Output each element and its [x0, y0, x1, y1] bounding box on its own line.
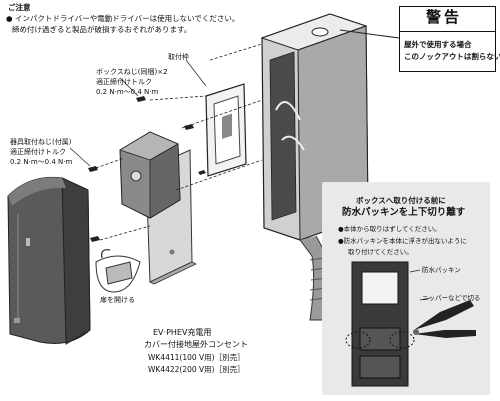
cut-heading: ボックスへ取り付ける前に	[356, 196, 446, 205]
warning-box	[399, 6, 496, 72]
label-cover-screw-3: 0.2 N·m〜0.4 N·m	[10, 158, 73, 166]
product-line-3: WK4411(100 V用)［別売］	[148, 353, 245, 362]
warning-line-1: 屋外で使用する場合	[404, 40, 472, 49]
cut-leader-lines	[409, 269, 431, 301]
outlet-module-illustration	[119, 131, 181, 219]
gasket-label: 防水パッキン	[422, 266, 461, 274]
gasket-illustration	[345, 261, 415, 387]
nipper-label: ニッパーなどで切る	[422, 294, 481, 302]
note-line-1: ● インパクトドライバーや電動ドライバーは使用しないでください。	[6, 14, 240, 23]
open-lid-inset	[95, 249, 141, 293]
label-box-screw-2: 適正締付けトルク	[96, 78, 152, 86]
label-cover-screw-2: 適正締付けトルク	[10, 148, 66, 156]
warning-title: 警告	[426, 8, 463, 26]
label-frame: 取付枠	[168, 53, 189, 61]
cut-bullet-3: 取り付けてください。	[348, 248, 413, 256]
label-open-lid: 扉を開ける	[100, 296, 135, 304]
product-line-1: EV·PHEV充電用	[153, 328, 212, 337]
label-box-screw-3: 0.2 N·m〜0.4 N·m	[96, 88, 159, 96]
mounting-frame-illustration	[205, 83, 247, 177]
product-line-2: カバー付接地屋外コンセント	[144, 340, 248, 349]
label-box-screw-1: ボックスねじ(同梱)×2	[96, 68, 168, 76]
screw-icons	[88, 96, 206, 242]
label-leader-lines	[69, 59, 207, 167]
note-line-2: 締め付け過ぎると製品が破損するおそれがあります。	[12, 25, 192, 34]
cut-title: 防水パッキンを上下切り離す	[342, 207, 466, 218]
assembly-guide-lines	[95, 43, 263, 241]
outlet-cover-illustration	[7, 176, 91, 345]
warning-pointer	[339, 29, 400, 39]
warning-line-2: このノックアウトは割らない	[404, 52, 500, 61]
cut-bullet-1: ●本体から取りはずしてください。	[338, 225, 441, 233]
cut-bullet-2: ●防水パッキンを本体に浮きが出ないように	[338, 237, 467, 245]
label-cover-screw-1: 器具取付ねじ(付属)	[10, 138, 72, 146]
nipper-illustration	[413, 300, 476, 338]
note-title: ご注意	[8, 3, 31, 12]
product-line-4: WK4422(200 V用)［別売］	[148, 365, 245, 374]
